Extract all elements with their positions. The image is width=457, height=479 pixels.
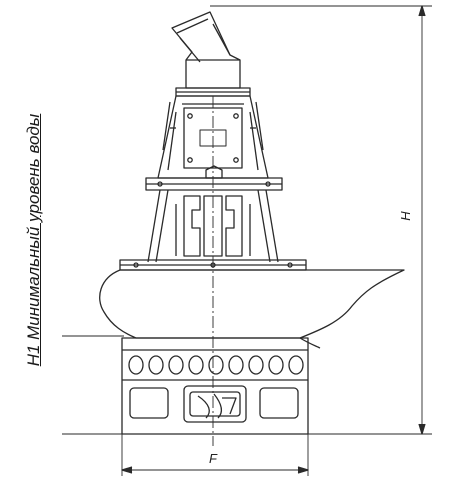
height-dimension	[418, 5, 426, 435]
support-frame	[147, 189, 279, 263]
height-label: H	[398, 211, 413, 221]
mid-flange	[145, 165, 283, 191]
water-tank	[62, 269, 405, 349]
width-dimension	[121, 434, 309, 476]
intake-body	[121, 337, 309, 435]
discharge-pipe	[171, 11, 241, 89]
width-label: F	[209, 451, 218, 466]
upper-flange	[175, 87, 251, 97]
